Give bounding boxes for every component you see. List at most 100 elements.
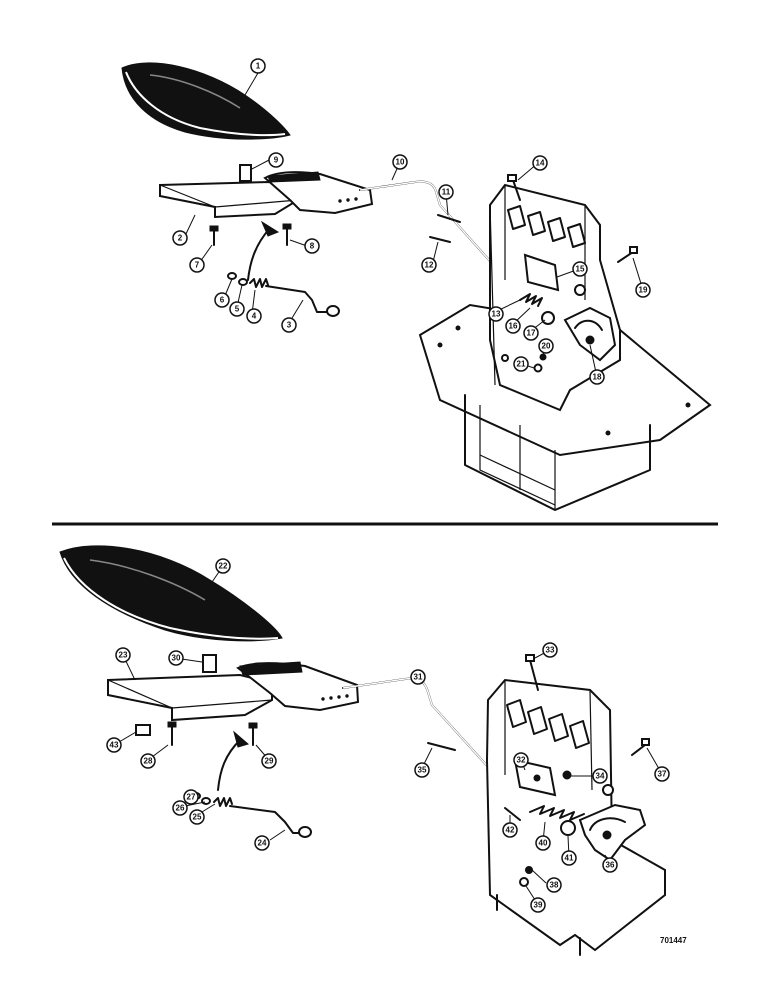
svg-text:7: 7 — [195, 261, 200, 270]
bottom-assembly — [59, 545, 666, 956]
svg-text:12: 12 — [425, 261, 434, 270]
svg-text:24: 24 — [258, 839, 267, 848]
callout-41: 41 — [561, 850, 577, 866]
svg-text:35: 35 — [418, 766, 427, 775]
callout-24: 24 — [254, 835, 270, 851]
callout-11: 11 — [438, 184, 454, 200]
svg-text:32: 32 — [517, 756, 526, 765]
svg-text:18: 18 — [593, 373, 602, 382]
svg-text:30: 30 — [172, 654, 181, 663]
svg-text:38: 38 — [550, 881, 559, 890]
svg-text:28: 28 — [144, 757, 153, 766]
callout-16: 16 — [505, 318, 521, 334]
callout-19: 19 — [635, 282, 651, 298]
callout-15: 15 — [572, 261, 588, 277]
seat-bracket-top — [159, 164, 374, 219]
callout-32: 32 — [513, 752, 529, 768]
callout-13: 13 — [488, 306, 504, 322]
svg-text:22: 22 — [219, 562, 228, 571]
svg-text:4: 4 — [252, 312, 257, 321]
callout-21: 21 — [513, 356, 529, 372]
svg-text:23: 23 — [119, 651, 128, 660]
svg-text:11: 11 — [442, 188, 451, 197]
callout-29: 29 — [261, 753, 277, 769]
callout-23: 23 — [115, 647, 131, 663]
svg-text:19: 19 — [639, 286, 648, 295]
svg-text:9: 9 — [274, 156, 279, 165]
svg-text:17: 17 — [527, 329, 536, 338]
svg-text:42: 42 — [506, 826, 515, 835]
callout-2: 2 — [172, 230, 188, 246]
svg-text:39: 39 — [534, 901, 543, 910]
svg-text:40: 40 — [539, 839, 548, 848]
svg-text:34: 34 — [596, 772, 605, 781]
callout-39: 39 — [530, 897, 546, 913]
callout-35: 35 — [414, 762, 430, 778]
callout-10: 10 — [392, 154, 408, 170]
svg-text:1: 1 — [256, 62, 261, 71]
figure-code: 701447 — [660, 936, 687, 945]
svg-text:6: 6 — [220, 296, 225, 305]
seat-bracket-bottom — [107, 654, 360, 722]
svg-text:20: 20 — [542, 342, 551, 351]
callout-4: 4 — [246, 308, 262, 324]
bolt-7 — [209, 225, 219, 246]
callout-25: 25 — [189, 809, 205, 825]
svg-text:27: 27 — [187, 793, 196, 802]
pedestal-bottom — [485, 654, 666, 956]
bolt-28 — [167, 721, 177, 746]
callout-5: 5 — [229, 301, 245, 317]
callout-33: 33 — [542, 642, 558, 658]
callout-43: 43 — [106, 737, 122, 753]
callout-30: 30 — [168, 650, 184, 666]
svg-text:33: 33 — [546, 646, 555, 655]
svg-text:25: 25 — [193, 813, 202, 822]
callout-18: 18 — [589, 369, 605, 385]
svg-text:3: 3 — [287, 321, 292, 330]
callout-6: 6 — [214, 292, 230, 308]
seat-bottom — [59, 545, 283, 642]
svg-text:16: 16 — [509, 322, 518, 331]
bolt-8 — [282, 223, 292, 246]
callout-12: 12 — [421, 257, 437, 273]
callout-40: 40 — [535, 835, 551, 851]
callout-31: 31 — [410, 669, 426, 685]
callout-7: 7 — [189, 257, 205, 273]
callout-8: 8 — [304, 238, 320, 254]
svg-text:15: 15 — [576, 265, 585, 274]
callout-20: 20 — [538, 338, 554, 354]
callout-28: 28 — [140, 753, 156, 769]
callout-17: 17 — [523, 325, 539, 341]
callout-38: 38 — [546, 877, 562, 893]
svg-text:36: 36 — [606, 861, 615, 870]
svg-text:10: 10 — [396, 158, 405, 167]
svg-text:21: 21 — [517, 360, 526, 369]
callout-14: 14 — [532, 155, 548, 171]
svg-text:31: 31 — [414, 673, 423, 682]
svg-text:14: 14 — [536, 159, 545, 168]
svg-text:41: 41 — [565, 854, 574, 863]
callout-34: 34 — [592, 768, 608, 784]
svg-text:29: 29 — [265, 757, 274, 766]
callout-26: 26 — [172, 800, 188, 816]
top-assembly — [121, 62, 712, 511]
callouts: 1 9 10 14 11 2 12 7 8 15 19 6 5 4 3 13 1… — [106, 58, 670, 913]
callout-42: 42 — [502, 822, 518, 838]
pedestal-top — [418, 174, 712, 511]
svg-text:2: 2 — [178, 234, 183, 243]
svg-text:5: 5 — [235, 305, 240, 314]
svg-text:37: 37 — [658, 770, 667, 779]
svg-text:13: 13 — [492, 310, 501, 319]
bolt-29 — [248, 722, 258, 746]
svg-text:43: 43 — [110, 741, 119, 750]
svg-text:8: 8 — [310, 242, 315, 251]
seat-top — [121, 62, 291, 140]
callout-1: 1 — [250, 58, 266, 74]
callout-22: 22 — [215, 558, 231, 574]
callout-37: 37 — [654, 766, 670, 782]
callout-27: 27 — [183, 789, 199, 805]
callout-3: 3 — [281, 317, 297, 333]
callout-9: 9 — [268, 152, 284, 168]
callout-36: 36 — [602, 857, 618, 873]
